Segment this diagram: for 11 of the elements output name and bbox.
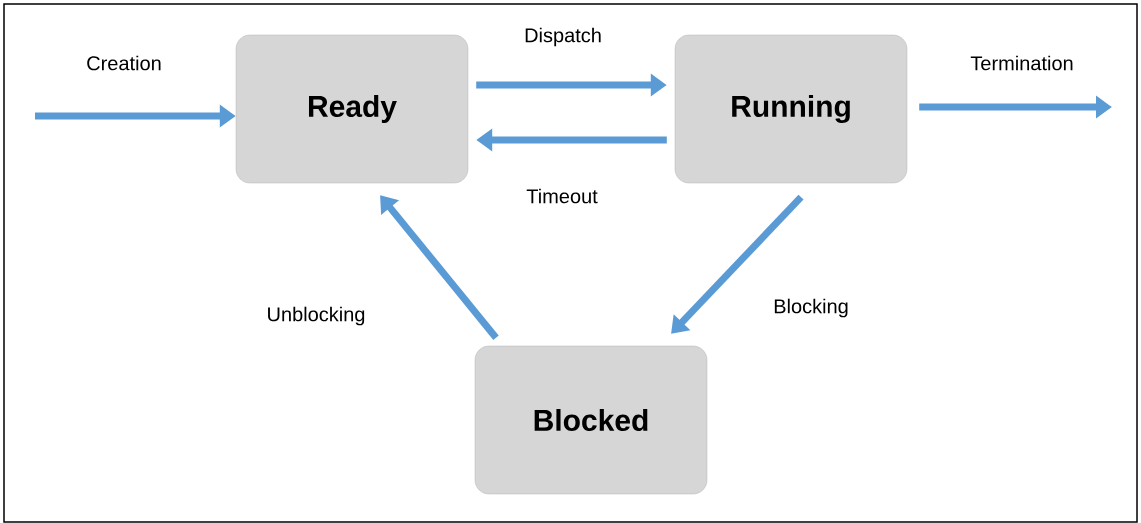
arrow	[671, 194, 804, 334]
edge-label: Creation	[87, 55, 161, 71]
edge-label: Blocking	[774, 298, 848, 318]
state-box: Ready	[235, 34, 469, 184]
state-box: Blocked	[474, 345, 708, 495]
edge-label: Unblocking	[268, 306, 365, 326]
edge-label: Timeout	[526, 188, 598, 204]
state-box: Running	[674, 34, 908, 184]
arrow	[380, 195, 499, 340]
edge-label: Dispatch	[525, 27, 601, 47]
edge-label: Termination	[970, 55, 1073, 71]
